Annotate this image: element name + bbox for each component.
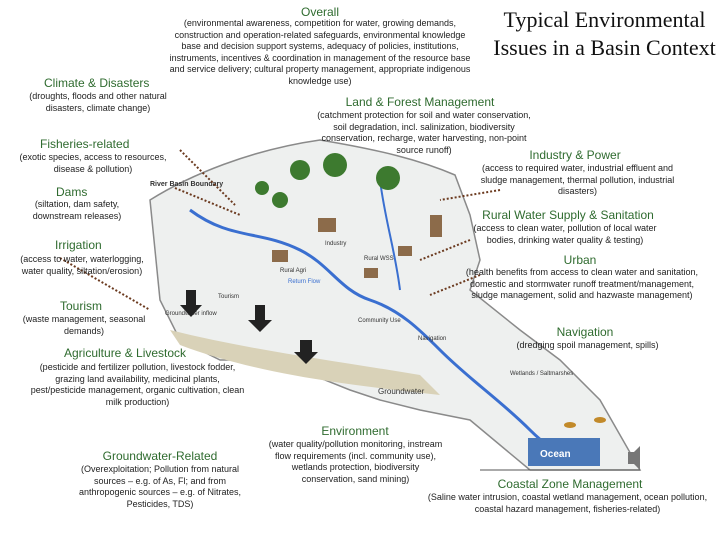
irrigation-text: (access to water, waterlogging, water qu… (20, 254, 144, 276)
urban-text: (health benefits from access to clean wa… (465, 267, 699, 300)
tourism-text: (waste management, seasonal demands) (22, 314, 146, 336)
map-return-flow-label: Return Flow (288, 279, 321, 285)
tourism-heading: Tourism (60, 299, 103, 313)
rural-water-text: (access to clean water, pollution of loc… (473, 223, 657, 245)
trees (255, 153, 400, 208)
industry-text: (access to required water, industrial ef… (480, 163, 675, 196)
buildings (272, 215, 442, 278)
coastal-heading: Coastal Zone Management (497, 477, 643, 491)
fisheries-text: (exotic species, access to resources, di… (19, 152, 167, 174)
climate-heading: Climate & Disasters (44, 76, 150, 90)
pointer-arrows (59, 149, 501, 311)
map-industry-label: Industry (325, 241, 346, 247)
tributary (379, 179, 401, 291)
map-wetlands-label: Wetlands / Saltmarshes (510, 371, 573, 377)
map-boundary-label: River Basin Boundary (150, 181, 223, 188)
dams-text: (siltation, dam safety, downstream relea… (32, 199, 122, 221)
coastal-text: (Saline water intrusion, coastal wetland… (427, 492, 708, 514)
environment-heading: Environment (321, 424, 389, 438)
overall-heading: Overall (300, 5, 339, 19)
map-community-use-label: Community Use (358, 318, 401, 324)
navigation-heading: Navigation (556, 325, 614, 339)
urban-heading: Urban (563, 253, 597, 267)
climate-text: (droughts, floods and other natural disa… (29, 91, 167, 113)
map-rural-agri-label: Rural Agri (280, 268, 306, 274)
map-groundwater-label: Groundwater (378, 387, 425, 396)
river (189, 208, 576, 464)
overall-text: (environmental awareness, competition fo… (169, 18, 471, 86)
page-title: Typical Environmental Issues in a Basin … (493, 7, 716, 60)
map-ocean-label: Ocean (540, 449, 571, 460)
map-tourism-label: Tourism (218, 294, 239, 300)
land-forest-heading: Land & Forest Management (345, 95, 495, 109)
agriculture-heading: Agriculture & Livestock (64, 346, 187, 360)
block-arrows (180, 290, 318, 364)
groundwater-heading: Groundwater-Related (102, 449, 218, 463)
basin-boundary (149, 139, 642, 471)
dams-heading: Dams (56, 185, 88, 199)
fisheries-heading: Fisheries-related (40, 137, 130, 151)
fish-icons (564, 417, 606, 428)
map-navigation-label: Navigation (418, 336, 446, 342)
environment-text: (water quality/pollution monitoring, ins… (268, 439, 443, 484)
ocean-box (528, 438, 600, 466)
industry-heading: Industry & Power (529, 148, 621, 162)
irrigation-heading: Irrigation (55, 238, 102, 252)
groundwater-text: (Overexploitation; Pollution from natura… (78, 464, 242, 509)
navigation-text: (dredging spoil management, spills) (516, 340, 659, 350)
land-forest-text: (catchment protection for soil and water… (317, 110, 531, 155)
agriculture-text: (pesticide and fertilizer pollution, liv… (30, 362, 245, 407)
map-rural-wss-label: Rural WSS (364, 256, 394, 262)
rural-water-heading: Rural Water Supply & Sanitation (482, 208, 654, 222)
speaker-icon (628, 446, 640, 470)
